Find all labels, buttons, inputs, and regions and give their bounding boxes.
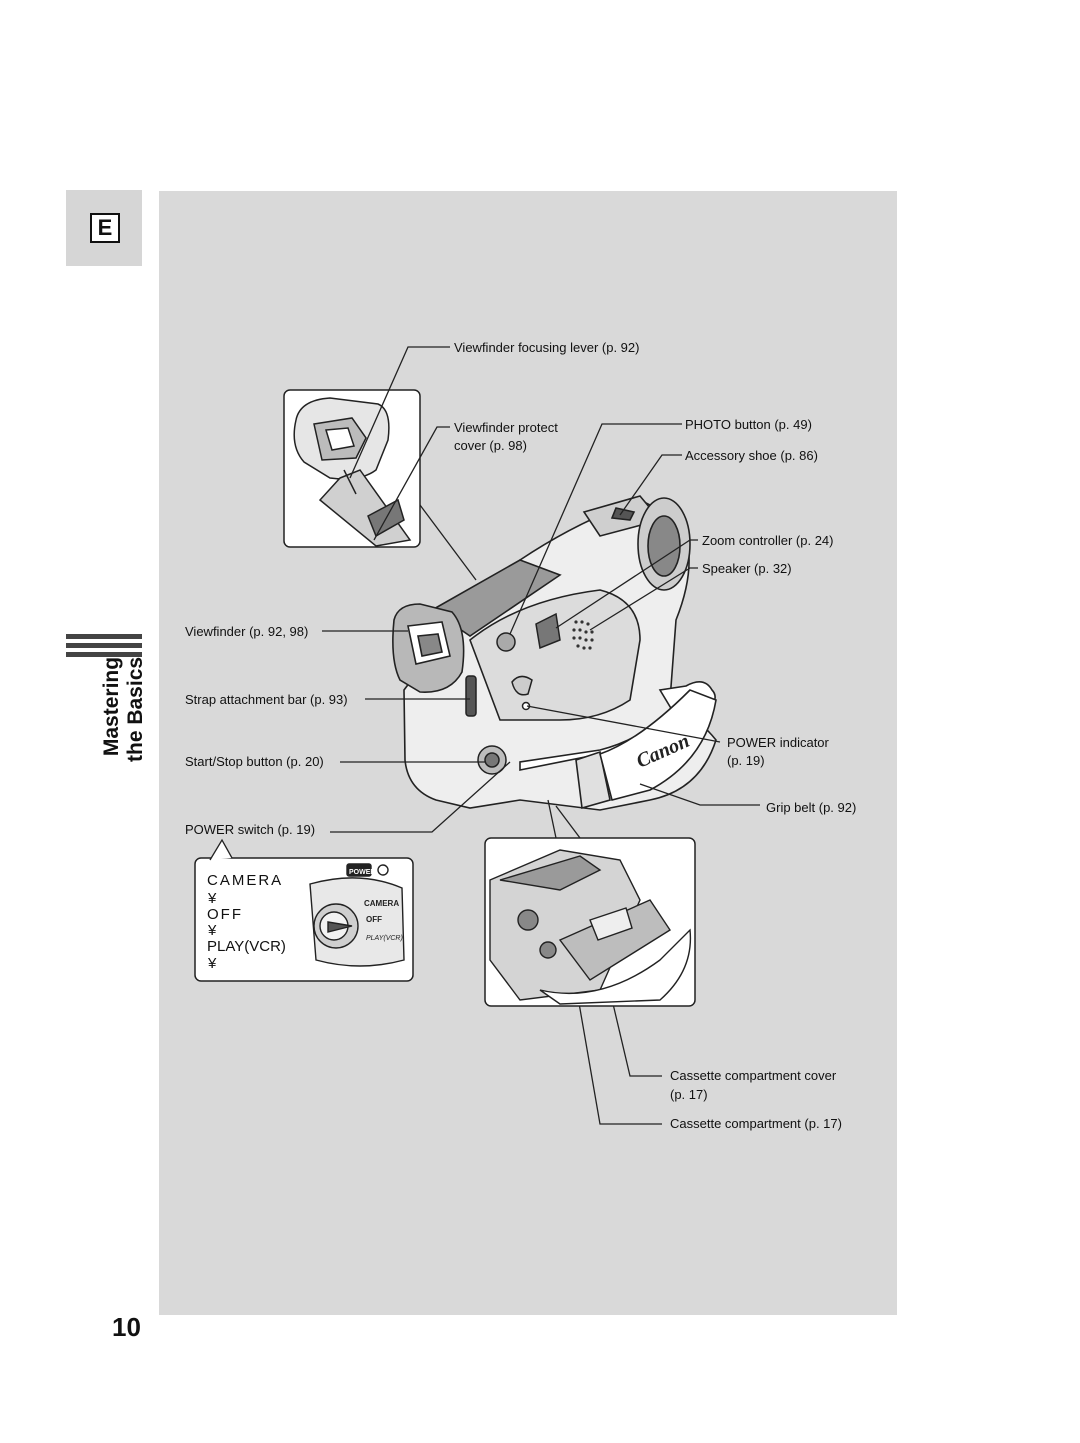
label-viewfinder-protect-page: cover (p. 98) — [454, 438, 527, 453]
speaker-grille — [572, 620, 594, 650]
down-arrow-icon: ¥ — [208, 890, 217, 907]
grip-belt-drawing: Canon — [519, 681, 717, 810]
label-start-stop-button: Start/Stop button (p. 20) — [185, 754, 324, 769]
zoom-controller — [535, 612, 561, 650]
dial-camera-label: CAMERA — [364, 899, 399, 908]
label-viewfinder-focusing-lever: Viewfinder focusing lever (p. 92) — [454, 340, 640, 355]
label-photo-button: PHOTO button (p. 49) — [685, 417, 812, 432]
label-accessory-shoe: Accessory shoe (p. 86) — [685, 448, 818, 463]
label-cassette-compartment-cover-page: (p. 17) — [670, 1087, 708, 1102]
label-power-indicator: POWER indicator — [727, 735, 829, 750]
label-strap-attachment-bar: Strap attachment bar (p. 93) — [185, 692, 348, 707]
label-power-switch: POWER switch (p. 19) — [185, 822, 316, 837]
section-bar — [66, 652, 142, 657]
camcorder-controls — [465, 612, 561, 775]
label-power-indicator-page: (p. 19) — [727, 753, 765, 768]
photo-button — [496, 632, 516, 652]
label-cassette-compartment-cover: Cassette compartment cover — [670, 1068, 837, 1083]
power-badge-text: POWER — [349, 869, 375, 876]
strap-attachment-bar — [465, 675, 477, 717]
leader-lines — [322, 346, 760, 1125]
callout-pointer — [547, 799, 581, 839]
language-tab-letter: E — [90, 213, 120, 243]
label-grip-belt: Grip belt (p. 92) — [766, 800, 857, 815]
section-bar — [66, 643, 142, 648]
down-arrow-icon: ¥ — [208, 922, 217, 939]
section-bar — [66, 634, 142, 639]
dial-off-label: OFF — [366, 915, 382, 924]
label-cassette-compartment: Cassette compartment (p. 17) — [670, 1116, 842, 1131]
power-dial-drawing — [309, 863, 405, 967]
switch-position-camera: CAMERA — [207, 872, 284, 889]
switch-position-off: OFF — [207, 906, 243, 923]
switch-position-play: PLAY(VCR) — [207, 938, 286, 955]
camcorder-body — [403, 495, 717, 811]
down-arrow-icon: ¥ — [208, 955, 217, 972]
viewfinder-drawing — [392, 603, 465, 693]
cassette-compartment-drawing — [489, 849, 692, 1005]
label-viewfinder: Viewfinder (p. 92, 98) — [185, 624, 309, 639]
page-number: 10 — [112, 1312, 141, 1342]
label-speaker: Speaker (p. 32) — [702, 561, 792, 576]
viewfinder-eyecup-drawing — [293, 397, 412, 547]
label-viewfinder-protect: Viewfinder protect — [454, 420, 558, 435]
dial-play-label: PLAY(VCR) — [366, 935, 403, 942]
label-zoom-controller: Zoom controller (p. 24) — [702, 533, 834, 548]
